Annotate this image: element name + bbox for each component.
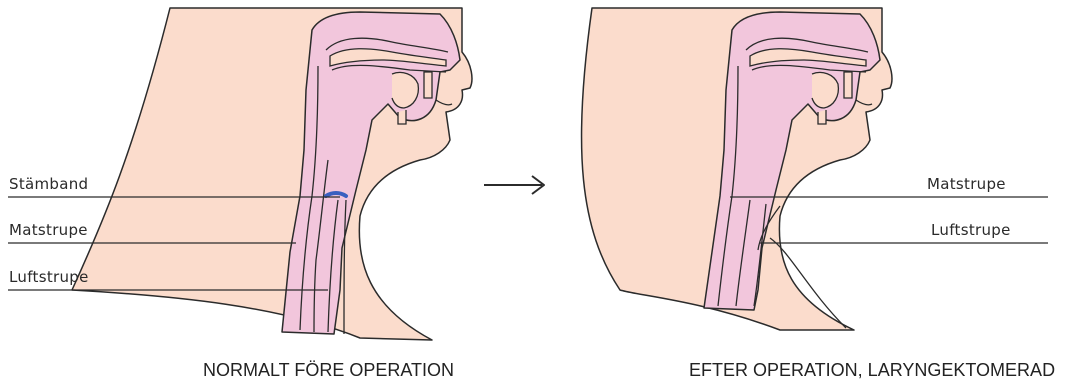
label-matstrupe-left: Matstrupe [9,221,88,239]
transition-arrow [484,176,544,194]
caption-left: NORMALT FÖRE OPERATION [203,360,454,381]
label-stamband: Stämband [9,175,88,193]
label-luftstrupe-right: Luftstrupe [931,221,1011,239]
caption-right: EFTER OPERATION, LARYNGEKTOMERAD [689,360,1055,381]
label-matstrupe-right: Matstrupe [927,175,1006,193]
left-head-illustration [8,8,472,340]
label-luftstrupe-left: Luftstrupe [9,268,89,286]
right-head-illustration [581,8,1048,330]
